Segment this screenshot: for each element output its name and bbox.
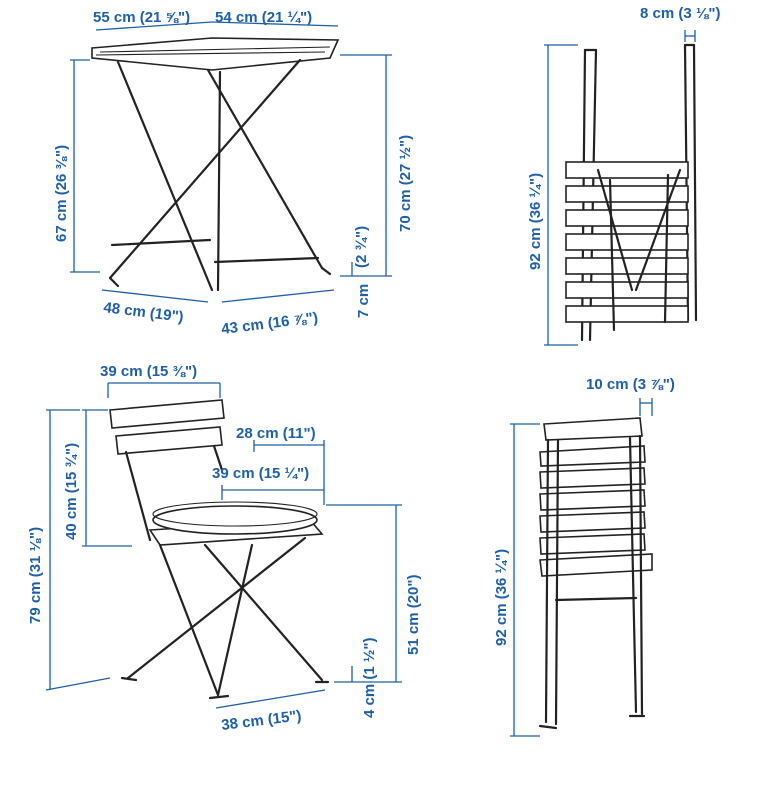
folded-table-thickness-label: 8 cm (3 ⅛")	[640, 5, 720, 22]
chair-backrest-width-label: 39 cm (15 ⅜")	[100, 363, 197, 380]
chair-backrest-height-label: 40 cm (15 ¾")	[63, 443, 80, 540]
folded-table-slats	[565, 161, 689, 323]
table-leg-height-label: 67 cm (26 ⅜")	[53, 145, 70, 242]
chair-backrest	[109, 399, 225, 455]
chair-seat-width-label: 39 cm (15 ¼")	[212, 465, 309, 482]
table-top-width-label: 54 cm (21 ¼")	[215, 9, 312, 26]
table-base-depth-label: 48 cm (19")	[103, 299, 185, 326]
folded-chair-thickness-label: 10 cm (3 ⅞")	[586, 376, 675, 393]
folded-chair-slats	[539, 417, 653, 577]
table-top	[91, 37, 340, 71]
table-legs	[108, 58, 332, 292]
table-base-width-label: 43 cm (16 ⅞")	[220, 309, 319, 338]
chair-dimension-lines	[45, 382, 402, 709]
table-top-depth-label: 55 cm (21 ⅝")	[93, 9, 190, 26]
chair-seat-depth-label: 28 cm (11")	[236, 425, 316, 442]
folded-table-height-label: 92 cm (36 ¼")	[527, 173, 544, 270]
folded-table-dimension-lines	[544, 30, 696, 346]
chair-drawing	[109, 399, 330, 700]
table-foot-height-inches-label: (2 ¾")	[353, 226, 370, 268]
chair-total-height-label: 79 cm (31 ⅛")	[27, 527, 44, 624]
folded-chair-drawing	[538, 417, 653, 730]
table-foot-height-cm-label: 7 cm	[355, 284, 372, 318]
table-total-height-label: 70 cm (27 ½")	[397, 135, 414, 232]
chair-seat-cushion	[152, 505, 318, 535]
chair-seat-height-label: 51 cm (20")	[405, 575, 422, 656]
folded-table-drawing	[565, 43, 698, 342]
folded-chair-height-label: 92 cm (36 ¼")	[493, 549, 510, 646]
chair-foot-height-label: 4 cm (1 ½")	[361, 638, 378, 718]
folded-chair-dimension-lines	[510, 398, 653, 737]
table-dimension-lines	[70, 21, 392, 303]
table-drawing	[91, 37, 340, 292]
chair-base-width-label: 38 cm (15")	[220, 707, 302, 734]
chair-legs	[120, 536, 330, 700]
